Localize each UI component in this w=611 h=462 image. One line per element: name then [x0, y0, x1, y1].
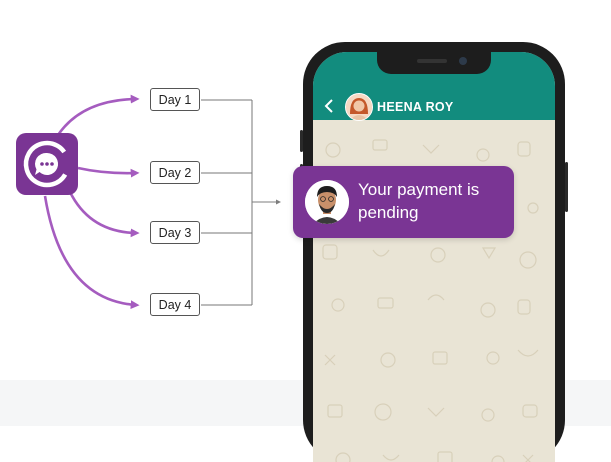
message-text: Your payment is pending [358, 180, 480, 222]
bracket-connector [201, 99, 253, 306]
contact-avatar[interactable] [345, 93, 373, 121]
curve-arrow-day-4 [43, 195, 140, 310]
day-2-box: Day 2 [150, 161, 200, 184]
phone-side-button [565, 162, 568, 212]
phone-side-button [300, 130, 303, 152]
phone-mockup: HEENA ROY [300, 42, 568, 462]
speaker [417, 59, 447, 63]
chevron-left-icon[interactable] [324, 99, 334, 113]
curve-arrow-day-1 [56, 94, 140, 136]
sender-avatar [305, 180, 349, 224]
app-logo-icon [16, 133, 78, 195]
curve-arrow-day-2 [77, 166, 140, 178]
camera [459, 57, 467, 65]
message-bubble: Your payment is pending [293, 166, 514, 238]
day-4-box: Day 4 [150, 293, 200, 316]
contact-name: HEENA ROY [377, 100, 454, 114]
flow-connectors [43, 94, 281, 310]
day-1-box: Day 1 [150, 88, 200, 111]
phone-notch [377, 52, 491, 74]
day-3-box: Day 3 [150, 221, 200, 244]
phone-screen: HEENA ROY [313, 52, 555, 462]
curve-arrow-day-3 [68, 191, 140, 238]
